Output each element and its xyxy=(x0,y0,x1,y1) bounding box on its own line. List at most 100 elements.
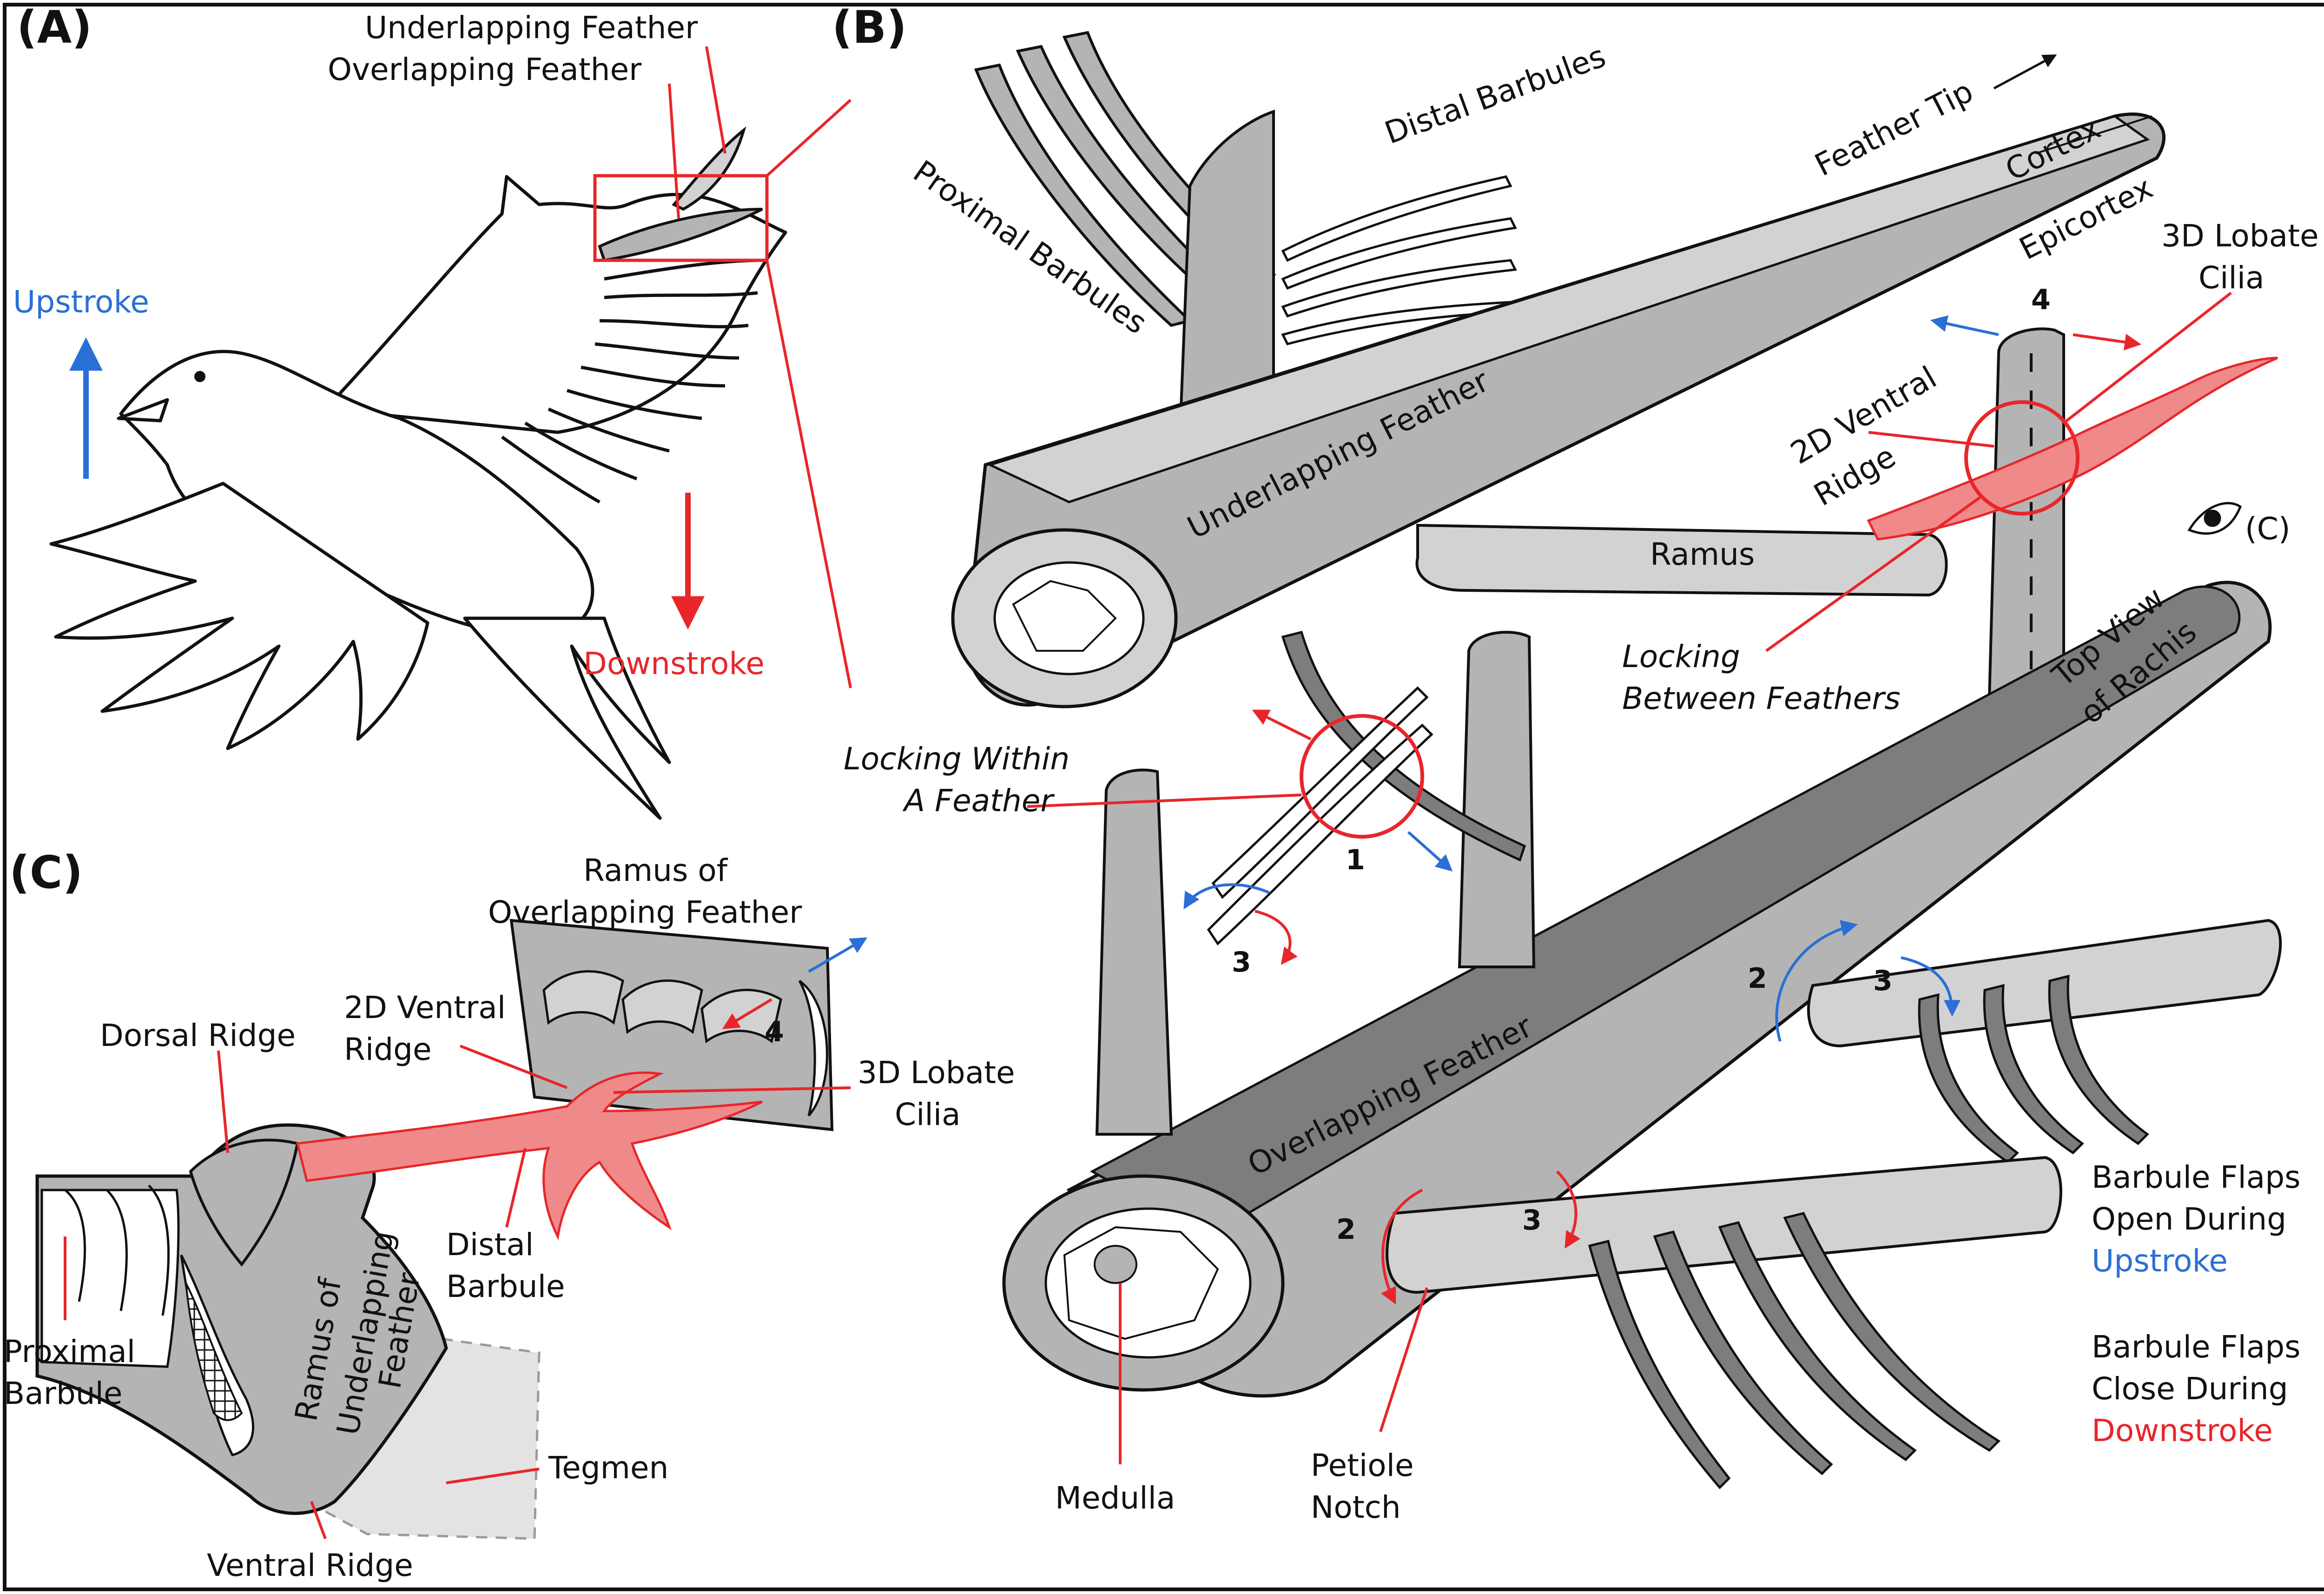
bird-eye xyxy=(194,371,205,382)
within-hooklets xyxy=(1207,631,1526,946)
bottom-barb-lower xyxy=(1386,1156,2062,1294)
label-c-2d-ridge-1: 2D Ventral xyxy=(344,990,506,1025)
panel-b-label: (B) xyxy=(832,1,907,53)
label-c-2d-ridge-2: Ridge xyxy=(344,1032,432,1067)
top-barb-ramus xyxy=(1179,109,1275,420)
upper-barb-flaps xyxy=(1918,974,2149,1164)
label-c-ramus-over-1: Ramus of xyxy=(583,853,728,888)
underlapping-ramus-c xyxy=(35,1123,448,1515)
step-number-3b: 3 xyxy=(1873,965,1893,997)
panel-b: (B) Underlapping Feather Cortex Epicorte xyxy=(832,1,2319,1525)
panel-c: (C) xyxy=(4,847,1015,1583)
label-locking-between-2: Between Feathers xyxy=(1622,681,1901,716)
arrow-c-red xyxy=(722,998,772,1029)
arrow-2b-red xyxy=(1381,1189,1423,1305)
label-c-3d-lobate-2: Cilia xyxy=(895,1097,961,1132)
arrow-1-blue xyxy=(1407,831,1453,872)
label-underlapping-feather: Underlapping Feather xyxy=(365,10,698,46)
step-number-2a: 2 xyxy=(1748,962,1767,995)
ramus-overlapping-end xyxy=(798,979,828,1117)
arrow-3a-blue xyxy=(1183,883,1270,910)
panel-a: (A) xyxy=(13,1,852,820)
label-c-ventral-ridge: Ventral Ridge xyxy=(207,1548,413,1583)
label-flaps-close-3: Downstroke xyxy=(2092,1413,2273,1448)
step-number-2b: 2 xyxy=(1336,1213,1356,1246)
pointer-overlapping xyxy=(668,83,680,219)
locking-within-circle xyxy=(1300,714,1424,839)
label-c-distal-1: Distal xyxy=(446,1227,534,1263)
step-number-3c: 3 xyxy=(1522,1204,1542,1237)
zoom-box xyxy=(593,174,769,262)
label-petiole-1: Petiole xyxy=(1311,1448,1414,1483)
label-petiole-2: Notch xyxy=(1311,1489,1401,1525)
pointer-c-ventral xyxy=(310,1501,327,1540)
label-c-3d-lobate-1: 3D Lobate xyxy=(858,1055,1015,1091)
panel-a-label: (A) xyxy=(17,1,92,53)
label-locking-within-2: A Feather xyxy=(902,783,1055,819)
step-number-3a: 3 xyxy=(1232,946,1251,979)
arrow-3-blue xyxy=(1901,956,1961,1017)
dorsal-ridge-shape xyxy=(189,1138,299,1267)
label-flaps-close-1: Barbule Flaps xyxy=(2092,1329,2301,1365)
ramus-overlapping-cells xyxy=(542,970,782,1044)
arrow-c-blue xyxy=(808,937,868,973)
middle-barb-left xyxy=(1095,768,1173,1136)
label-c-ramus-over-2: Overlapping Feather xyxy=(488,894,802,930)
figure-border xyxy=(3,3,2324,1591)
label-flaps-open-1: Barbule Flaps xyxy=(2092,1159,2301,1195)
ramus-barb xyxy=(1415,523,1948,597)
label-c-distal-2: Barbule xyxy=(446,1269,565,1304)
pointer-underlapping xyxy=(705,46,726,154)
label-3d-lobate-b-1: 3D Lobate xyxy=(2161,218,2319,254)
pointer-petiole xyxy=(1379,1287,1428,1432)
label-view-c: (C) xyxy=(2245,511,2291,547)
label-c-tegmen: Tegmen xyxy=(548,1450,668,1486)
lobate-cilia-b xyxy=(1867,357,2278,541)
zoom-line-top xyxy=(766,99,852,177)
pointer-3d-cilia xyxy=(2063,291,2232,424)
label-3d-lobate-b-2: Cilia xyxy=(2199,260,2265,296)
label-c-proximal-1: Proximal xyxy=(4,1334,135,1369)
pointer-2d-ridge xyxy=(1868,431,1994,448)
step-number-4: 4 xyxy=(2031,284,2051,316)
label-flaps-open-2: Open During xyxy=(2092,1201,2286,1237)
pointer-locking-between xyxy=(1765,496,1981,652)
label-overlapping-feather: Overlapping Feather xyxy=(328,52,642,87)
pointer-locking-within xyxy=(1027,794,1302,808)
label-medulla: Medulla xyxy=(1055,1480,1175,1516)
pointer-c-distal xyxy=(505,1148,527,1228)
panel-c-label: (C) xyxy=(9,847,83,899)
step-number-c-4: 4 xyxy=(765,1016,784,1048)
vertical-barb xyxy=(1987,327,2065,713)
pointer-c-dorsal xyxy=(217,1050,229,1153)
eye-icon xyxy=(2187,502,2242,535)
arrow-3-red xyxy=(1556,1170,1581,1249)
label-downstroke: Downstroke xyxy=(583,646,765,681)
zoom-line-bottom xyxy=(766,260,852,688)
label-locking-between-1: Locking xyxy=(1622,639,1740,675)
arrow-2a-blue xyxy=(1775,919,1858,1042)
label-flaps-open-3: Upstroke xyxy=(2092,1243,2228,1279)
pointer-c-tegmen xyxy=(446,1468,540,1484)
pointer-c-2d-ridge xyxy=(459,1045,568,1089)
arrow-4-blue xyxy=(1930,315,1999,336)
label-flaps-close-2: Close During xyxy=(2092,1371,2288,1407)
arrow-3a-red xyxy=(1254,910,1298,965)
medulla-core xyxy=(1094,1245,1137,1284)
arrow-1-red xyxy=(1252,709,1312,741)
locking-between-circle xyxy=(1964,400,2080,516)
arrow-4-red xyxy=(2073,333,2142,351)
label-upstroke: Upstroke xyxy=(13,284,149,320)
overlapping-feather-shape xyxy=(598,208,763,262)
label-c-dorsal-ridge: Dorsal Ridge xyxy=(100,1018,296,1053)
label-c-proximal-2: Barbule xyxy=(4,1376,123,1411)
distal-barbule-pink xyxy=(296,1071,763,1240)
label-ramus: Ramus xyxy=(1650,536,1755,572)
arrow-feather-tip xyxy=(1993,54,2057,90)
underlapping-rachis xyxy=(951,112,2166,708)
overlapping-rachis xyxy=(1002,581,2272,1398)
lower-barb-flaps xyxy=(1588,1212,2000,1489)
step-number-1: 1 xyxy=(1346,844,1365,876)
middle-barb-right xyxy=(1458,631,1536,968)
